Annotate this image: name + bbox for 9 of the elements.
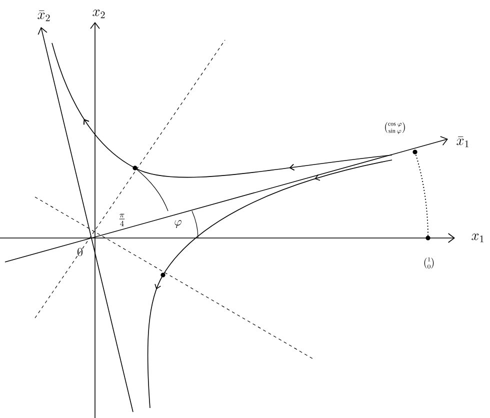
axis-label: $\bar{x}_1$ xyxy=(456,136,468,148)
axis-label: $\bar{x}_2$ xyxy=(38,10,50,22)
origin-label: $0$ xyxy=(78,248,82,256)
vector-label: $\binom{\cos\varphi}{\sin\varphi}$ xyxy=(385,122,405,134)
axis-label: $x_1$ xyxy=(472,234,484,242)
axis-label: $x_2$ xyxy=(92,10,105,18)
angle-label: $\frac{\pi}{4}$ xyxy=(119,214,125,226)
vector-label: $\binom{1}{0}$ xyxy=(424,257,434,269)
angle-label: $\varphi$ xyxy=(174,220,182,228)
